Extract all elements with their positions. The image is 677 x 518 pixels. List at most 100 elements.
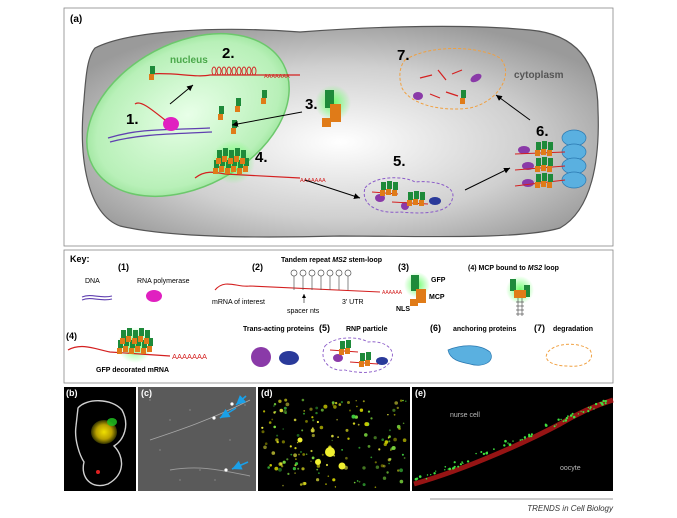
key-mcp-bound-gfp-1 [510, 279, 516, 291]
micrograph-d-punctum [402, 438, 407, 443]
micrograph-d-punctum [334, 486, 337, 488]
key-dna-strand-1 [81, 295, 113, 298]
micrograph-e-punctum [544, 423, 547, 426]
micrograph-d-punctum [287, 472, 290, 475]
micrograph-d-punctum [393, 437, 397, 442]
step-2: 2. [222, 45, 235, 62]
micrograph-d-punctum [268, 421, 272, 424]
micrograph-d-punctum [333, 405, 337, 409]
micrograph-d-punctum [316, 478, 320, 482]
arrow-6-to-7 [495, 94, 531, 121]
step-5: 5. [393, 153, 406, 170]
key-gfp-mrna-label: GFP decorated mRNA [96, 367, 169, 374]
micrograph-c-filament-1 [149, 399, 251, 441]
micrograph-d-punctum [296, 441, 299, 444]
micrograph-d-punctum [275, 438, 279, 442]
step-1: 1. [126, 111, 139, 128]
micrograph-d-punctum [280, 465, 284, 468]
panel-c-label: (c) [141, 388, 152, 398]
micrograph-d-punctum [297, 467, 300, 470]
micrograph-d-punctum [325, 483, 327, 485]
micrograph-d-punctum [374, 486, 377, 489]
micrograph-d-punctum [396, 424, 401, 429]
micrograph-d-punctum [283, 406, 287, 410]
key-n3: (3) [398, 262, 409, 272]
micrograph-d-punctum [294, 447, 297, 450]
micrograph-d-punctum [364, 433, 368, 437]
micrograph-b-green-spot [107, 418, 117, 426]
micrograph-d-punctum [392, 408, 396, 412]
micrograph-b-signal [91, 420, 117, 444]
key-stem-loop-title: Tandem repeat MS2 stem-loop [281, 257, 382, 264]
micrograph-d-punctum [388, 462, 390, 465]
micrograph-d-punctum [399, 479, 404, 484]
micrograph-d-punctum [358, 446, 361, 449]
key-gfp-shape [411, 275, 419, 291]
cytoplasm-label: cytoplasm [514, 70, 564, 81]
trans-protein-7b [413, 92, 423, 100]
micrograph-d [258, 387, 410, 491]
micrograph-e-punctum [444, 466, 447, 468]
micrograph-d-punctum [356, 480, 359, 482]
micrograph-d-punctum [311, 416, 314, 419]
micrograph-e-punctum [503, 444, 506, 447]
micrograph-d-punctum [303, 412, 305, 415]
micrograph-d-punctum [273, 405, 275, 407]
micrograph-d-punctum [347, 401, 350, 404]
key-degradation-label: degradation [553, 326, 593, 333]
micrograph-d-punctum [399, 399, 403, 402]
micrograph-e-punctum [555, 424, 557, 426]
nascent-mrna [134, 102, 166, 121]
key-title: Key: [70, 254, 90, 264]
trans-protein-5b [429, 197, 441, 205]
key-mcp-bound-gfp-2 [524, 285, 530, 297]
micrograph-d-punctum [294, 472, 296, 474]
gfp-step-3 [325, 90, 334, 108]
micrograph-d-punctum [261, 430, 265, 434]
micrograph-d-punctum [370, 417, 373, 420]
rna-polymerase [163, 117, 179, 131]
micrograph-d-punctum [320, 408, 324, 412]
micrograph-d-punctum [382, 476, 387, 480]
micrograph-e-punctum [589, 407, 591, 410]
micrograph-d-punctum [337, 436, 339, 438]
micrograph-e-punctum [564, 419, 568, 422]
micrograph-e-red-band [413, 397, 614, 487]
degradation-region-step-7 [399, 48, 506, 110]
micrograph-e-punctum [457, 465, 460, 468]
arrow-5-to-6 [464, 167, 511, 191]
micrograph-b-cell-outline [74, 400, 127, 487]
micrograph-d-punctum [396, 406, 399, 410]
micrograph-d-punctum [301, 429, 304, 432]
micrograph-d-punctum [263, 445, 267, 450]
micrograph-d-bright-spot [297, 437, 303, 443]
micrograph-e-punctum [459, 463, 462, 466]
micrograph-c-filament-2 [169, 467, 251, 477]
micrograph-e-punctum [414, 477, 418, 481]
stem-loops-step-2 [211, 66, 257, 76]
micrograph-d-punctum [351, 414, 356, 419]
micrograph-d-punctum [316, 464, 321, 468]
micrograph-d-punctum [315, 406, 319, 410]
micrograph-d-punctum [292, 467, 296, 471]
micrograph-d-punctum [367, 410, 371, 413]
micrograph-d-punctum [353, 481, 356, 484]
key-spacer-label: spacer nts [287, 308, 320, 315]
micrograph-d-punctum [282, 484, 284, 487]
step-4: 4. [255, 149, 268, 166]
micrograph-d-punctum [310, 460, 312, 462]
micrograph-d-punctum [303, 410, 306, 412]
micrograph-d-punctum [284, 398, 288, 402]
micrograph-d-punctum [315, 411, 318, 415]
micrograph-d-punctum [325, 463, 329, 467]
micrograph-e-punctum [560, 418, 562, 421]
micrograph-d-punctum [301, 467, 305, 471]
anchored-mrnps-step-6 [514, 141, 566, 188]
micrograph-d-punctum [286, 458, 289, 461]
micrograph-d-punctum [271, 451, 276, 455]
micrograph-d-punctum [271, 418, 274, 421]
key-n2: (2) [252, 262, 263, 272]
micrograph-d-punctum [293, 453, 297, 458]
micrograph-d-punctum [296, 434, 300, 437]
micrograph-d-punctum [359, 408, 364, 412]
